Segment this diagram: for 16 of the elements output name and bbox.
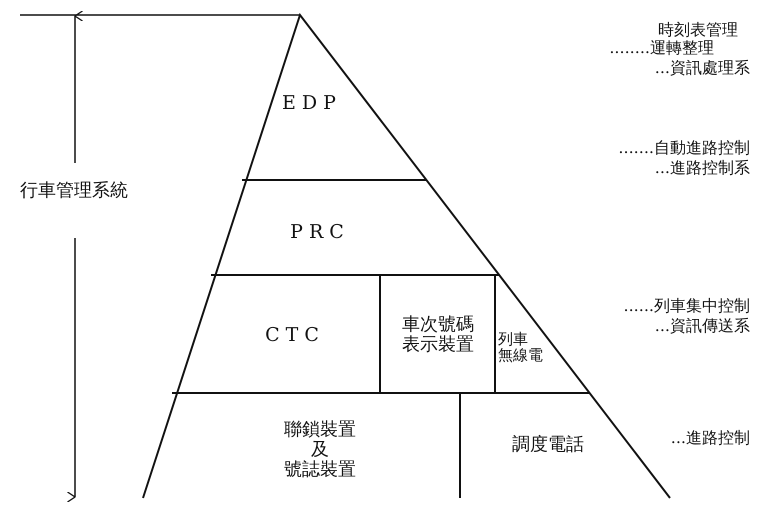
annotation-text: ...進路控制系	[654, 160, 750, 176]
tier-label: PRC	[240, 212, 400, 252]
cell-label: 列車 無線電	[498, 322, 548, 372]
tier-label: CTC	[215, 310, 375, 360]
cell-label: 車次號碼表示裝置	[399, 300, 477, 370]
cell-label: 調度電話	[468, 425, 628, 465]
cell-label: 聯鎖裝置 及 號誌裝置	[230, 410, 410, 490]
annotation-text: ...資訊傳送系	[654, 318, 750, 334]
annotation-text: ...進路控制	[670, 430, 750, 446]
annotation-text: ........運轉整理	[609, 40, 714, 56]
annotation-text: 時刻表管理	[658, 22, 738, 38]
tier-label: EDP	[272, 88, 352, 118]
annotation-text: .......自動進路控制	[618, 140, 750, 156]
side-label: 行車管理系統	[20, 182, 128, 200]
annotation-text: ......列車集中控制	[623, 298, 750, 314]
annotation-text: ...資訊處理系	[654, 60, 750, 76]
